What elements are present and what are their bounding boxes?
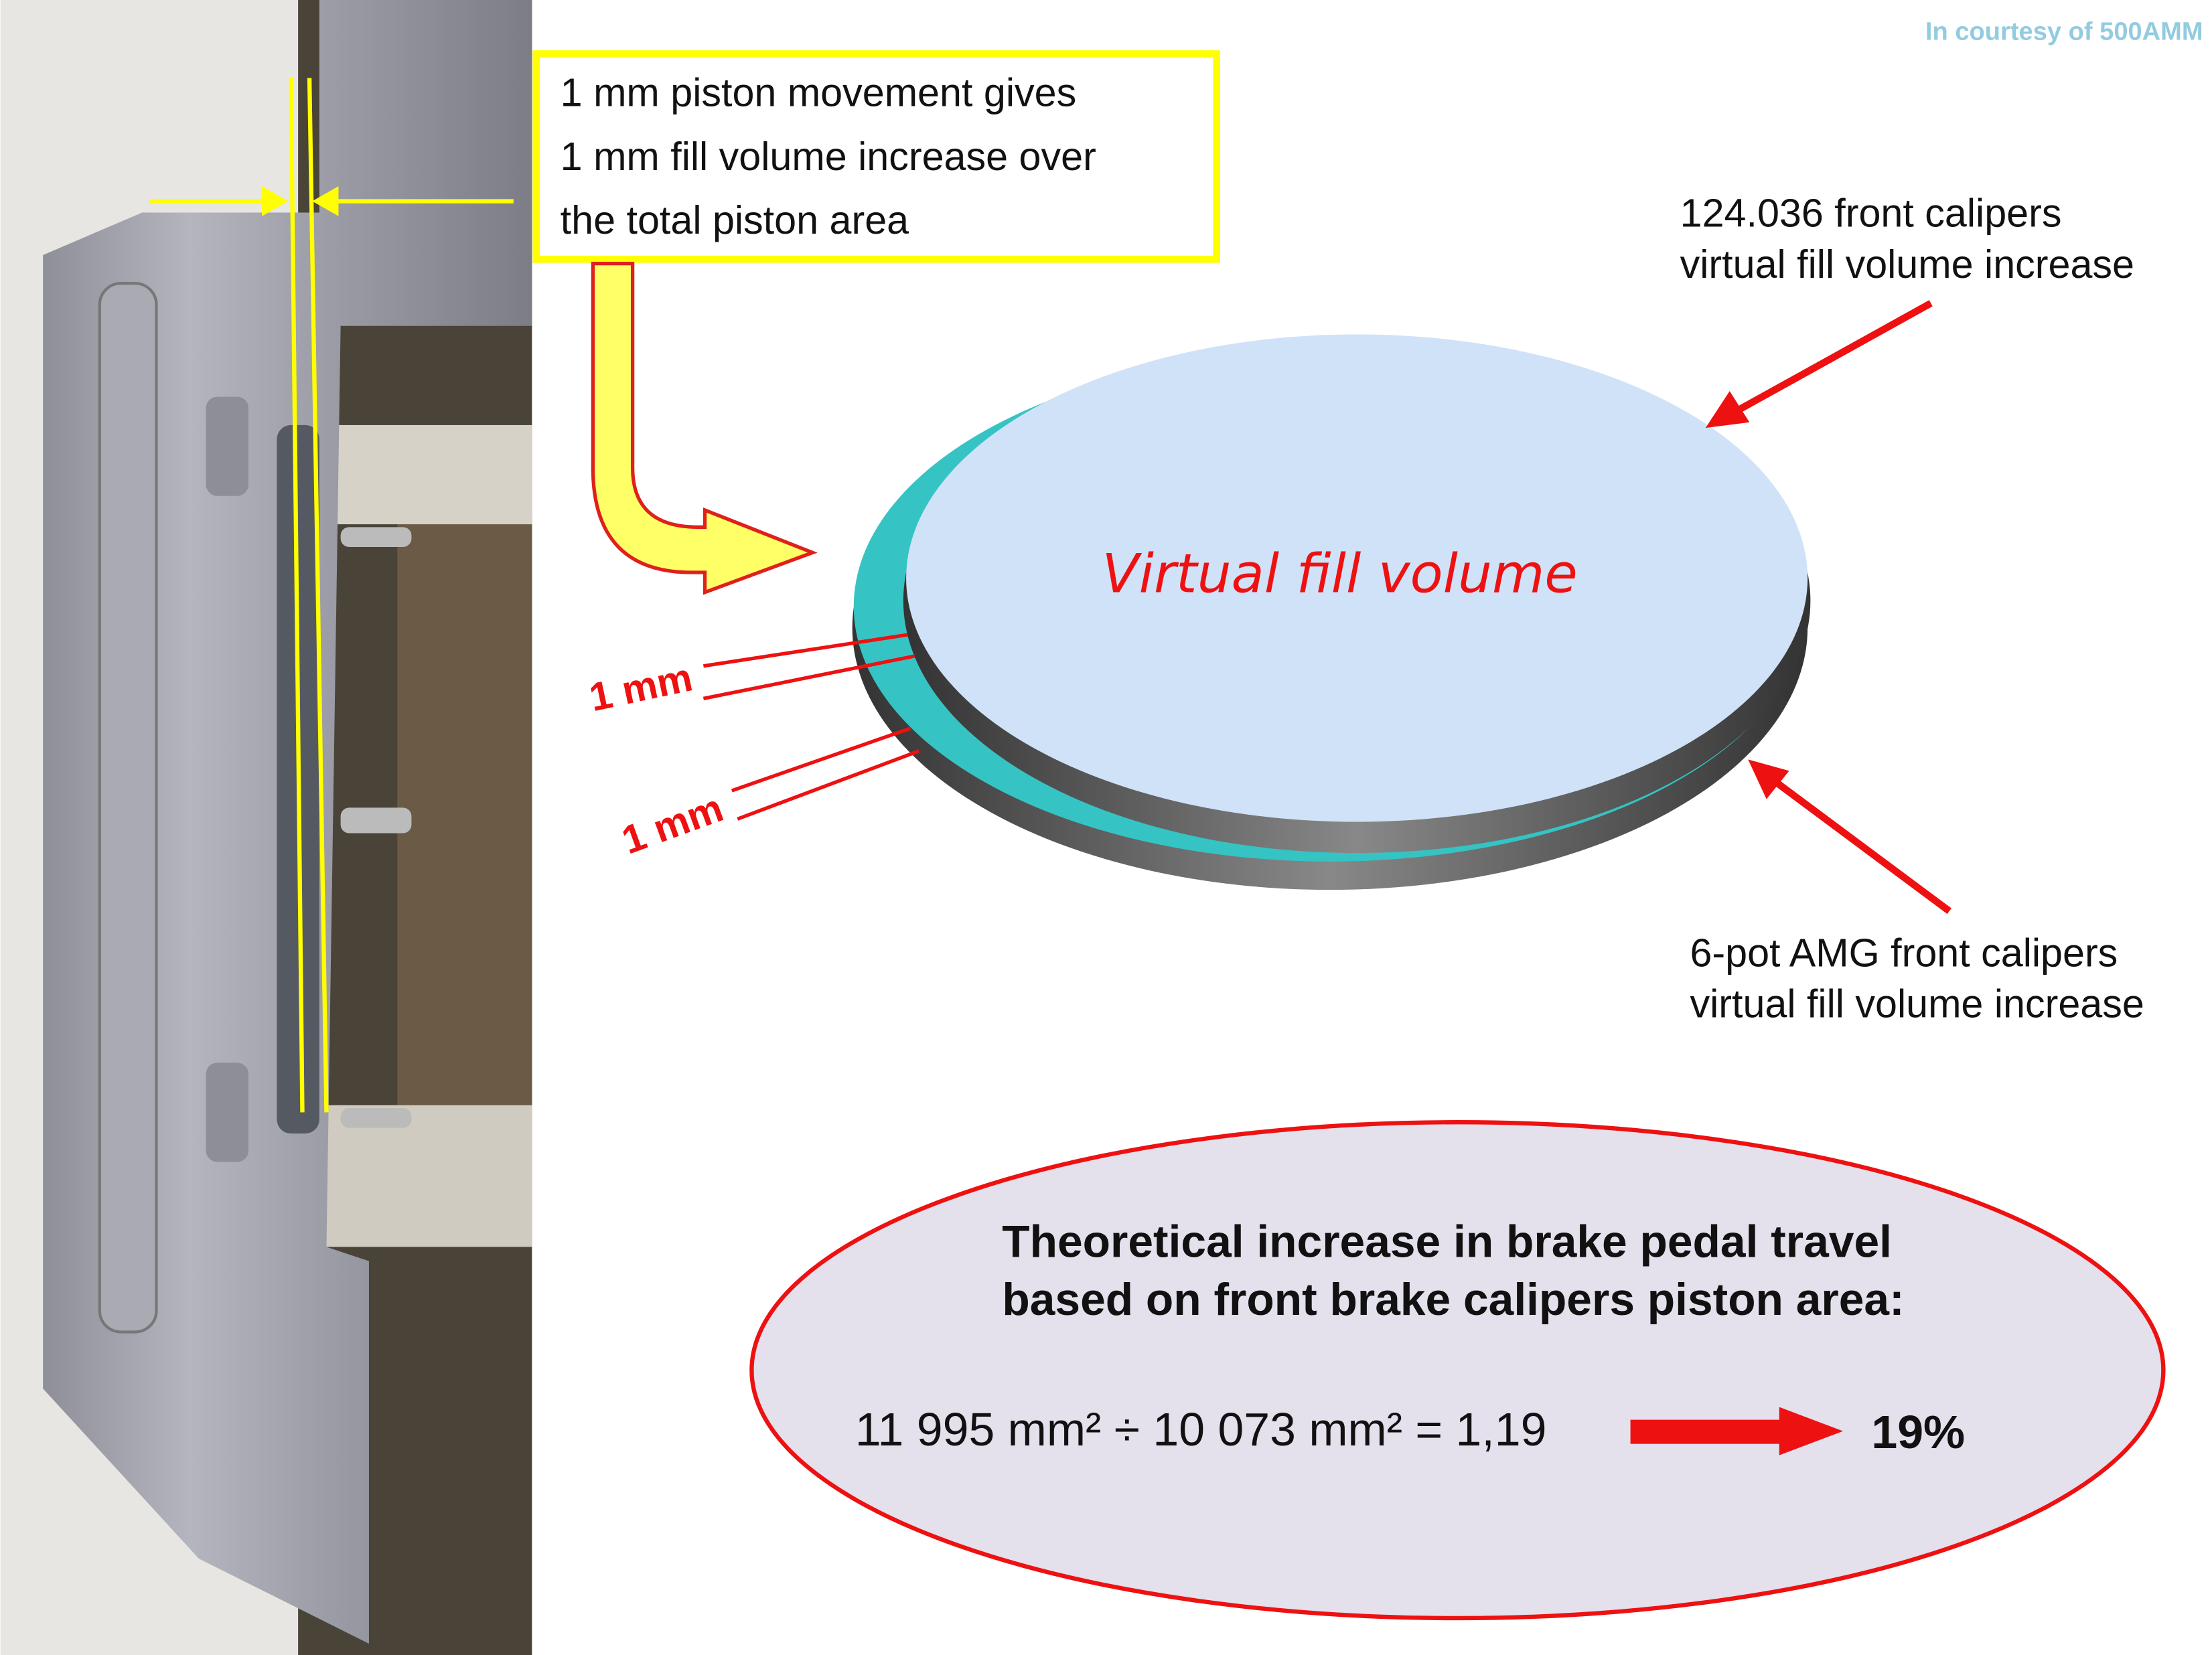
svg-text:1 mm piston movement gives: 1 mm piston movement gives 1 mm fill vol… — [561, 70, 1108, 242]
annotation-line: 124.036 front calipers — [1680, 191, 2062, 236]
red-result-arrow — [1630, 1407, 1844, 1455]
thickness-indicators — [703, 633, 920, 821]
result-heading-line: Theoretical increase in brake pedal trav… — [1002, 1216, 1892, 1267]
thickness-label: 1 mm — [616, 785, 729, 863]
annotation-bottom: 6-pot AMG front calipers virtual fill vo… — [1690, 930, 2144, 1026]
credit-text: In courtesy of 500AMM — [1925, 17, 2203, 46]
red-arrow-top — [1705, 300, 1933, 428]
disc-label: Virtual fill volume — [1102, 542, 1578, 605]
piston-travel-marker — [149, 78, 514, 1113]
caliper-photo — [0, 0, 532, 1655]
callout-line: 1 mm piston movement gives — [561, 70, 1077, 115]
annotation-line: virtual fill volume increase — [1690, 981, 2144, 1026]
callout-line: the total piston area — [561, 198, 909, 242]
result-formula: 11 995 mm² ÷ 10 073 mm² = 1,19 — [855, 1403, 1547, 1455]
thickness-label: 1 mm — [585, 654, 696, 720]
red-arrow-bottom — [1748, 759, 1951, 915]
annotation-top: 124.036 front calipers virtual fill volu… — [1680, 191, 2134, 287]
callout-line: 1 mm fill volume increase over — [561, 134, 1096, 179]
callout-box: 1 mm piston movement gives 1 mm fill vol… — [532, 50, 1220, 263]
result-heading-line: based on front brake calipers piston are… — [1002, 1275, 1904, 1325]
virtual-fill-volume-disc: Virtual fill volume — [852, 334, 1811, 890]
annotation-line: virtual fill volume increase — [1680, 242, 2134, 287]
result-ellipse: Theoretical increase in brake pedal trav… — [749, 1120, 2166, 1621]
yellow-bent-arrow — [591, 262, 818, 595]
svg-text:Theoretical increase in brake: Theoretical increase in brake pedal trav… — [1002, 1216, 1904, 1325]
result-percent: 19% — [1871, 1406, 1965, 1458]
annotation-line: 6-pot AMG front calipers — [1690, 930, 2118, 975]
